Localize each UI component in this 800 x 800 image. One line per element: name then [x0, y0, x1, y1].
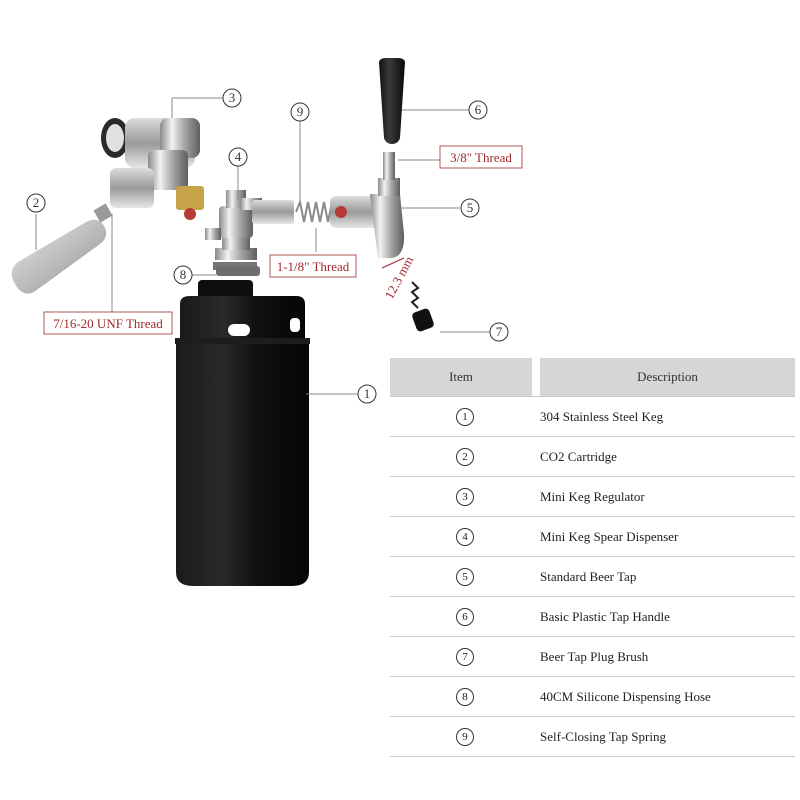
co2-cartridge-illustration [11, 203, 113, 294]
tap-handle-illustration [379, 58, 405, 144]
item-number: 9 [456, 727, 474, 746]
parts-table: Item Description 1 304 Stainless Steel K… [390, 358, 795, 757]
table-header: Item Description [390, 358, 795, 396]
item-number: 5 [456, 567, 474, 586]
header-description: Description [540, 358, 795, 396]
item-description: Basic Plastic Tap Handle [540, 608, 670, 624]
svg-text:1-1/8" Thread: 1-1/8" Thread [277, 259, 350, 274]
item-number: 4 [456, 527, 474, 546]
table-row: 9 Self-Closing Tap Spring [390, 717, 795, 757]
regulator-illustration [101, 118, 204, 220]
thread-label-unf: 7/16-20 UNF Thread [43, 311, 173, 335]
header-item: Item [390, 358, 532, 396]
item-number: 7 [456, 647, 474, 666]
svg-text:5: 5 [467, 200, 474, 215]
beer-tap-illustration [330, 152, 405, 258]
svg-text:12.3 mm: 12.3 mm [381, 254, 416, 302]
item-description: 40CM Silicone Dispensing Hose [540, 688, 711, 704]
callout-9: 9 [290, 102, 310, 122]
hose-fitting-illustration [216, 266, 260, 276]
item-number: 6 [456, 607, 474, 626]
table-row: 3 Mini Keg Regulator [390, 477, 795, 517]
item-number: 3 [456, 487, 474, 506]
table-row: 5 Standard Beer Tap [390, 557, 795, 597]
callout-5: 5 [460, 198, 480, 218]
table-row: 6 Basic Plastic Tap Handle [390, 597, 795, 637]
callout-8: 8 [173, 265, 193, 285]
callout-7: 7 [489, 322, 509, 342]
svg-text:9: 9 [297, 104, 304, 119]
brush-illustration [410, 281, 434, 332]
spring-illustration [252, 198, 337, 224]
svg-text:7: 7 [496, 324, 503, 339]
table-row: 8 40CM Silicone Dispensing Hose [390, 677, 795, 717]
measurement-label: 12.3 mm [381, 254, 416, 302]
item-description: 304 Stainless Steel Keg [540, 408, 664, 424]
svg-text:1: 1 [364, 386, 371, 401]
svg-text:6: 6 [475, 102, 482, 117]
callout-1: 1 [357, 384, 377, 404]
table-row: 1 304 Stainless Steel Keg [390, 396, 795, 437]
item-number: 8 [456, 687, 474, 706]
svg-text:4: 4 [235, 149, 242, 164]
item-description: Mini Keg Spear Dispenser [540, 528, 679, 544]
item-description: Standard Beer Tap [540, 568, 637, 584]
svg-text:2: 2 [33, 195, 40, 210]
thread-label-one-one-eighth: 1-1/8" Thread [269, 254, 357, 278]
table-row: 4 Mini Keg Spear Dispenser [390, 517, 795, 557]
svg-text:3/8" Thread: 3/8" Thread [450, 150, 512, 165]
keg-illustration [175, 280, 310, 586]
callout-2: 2 [26, 193, 46, 213]
table-row: 2 CO2 Cartridge [390, 437, 795, 477]
item-description: Self-Closing Tap Spring [540, 728, 666, 744]
item-number: 1 [456, 407, 474, 426]
table-row: 7 Beer Tap Plug Brush [390, 637, 795, 677]
item-description: Beer Tap Plug Brush [540, 648, 649, 664]
callout-3: 3 [222, 88, 242, 108]
item-number: 2 [456, 447, 474, 466]
svg-text:7/16-20 UNF Thread: 7/16-20 UNF Thread [53, 316, 163, 331]
callout-4: 4 [228, 147, 248, 167]
svg-text:8: 8 [180, 267, 187, 282]
item-description: CO2 Cartridge [540, 448, 617, 464]
svg-text:3: 3 [229, 90, 236, 105]
thread-label-three-eighths: 3/8" Thread [439, 145, 523, 169]
item-description: Mini Keg Regulator [540, 488, 645, 504]
callout-6: 6 [468, 100, 488, 120]
leader-lines [35, 97, 490, 395]
